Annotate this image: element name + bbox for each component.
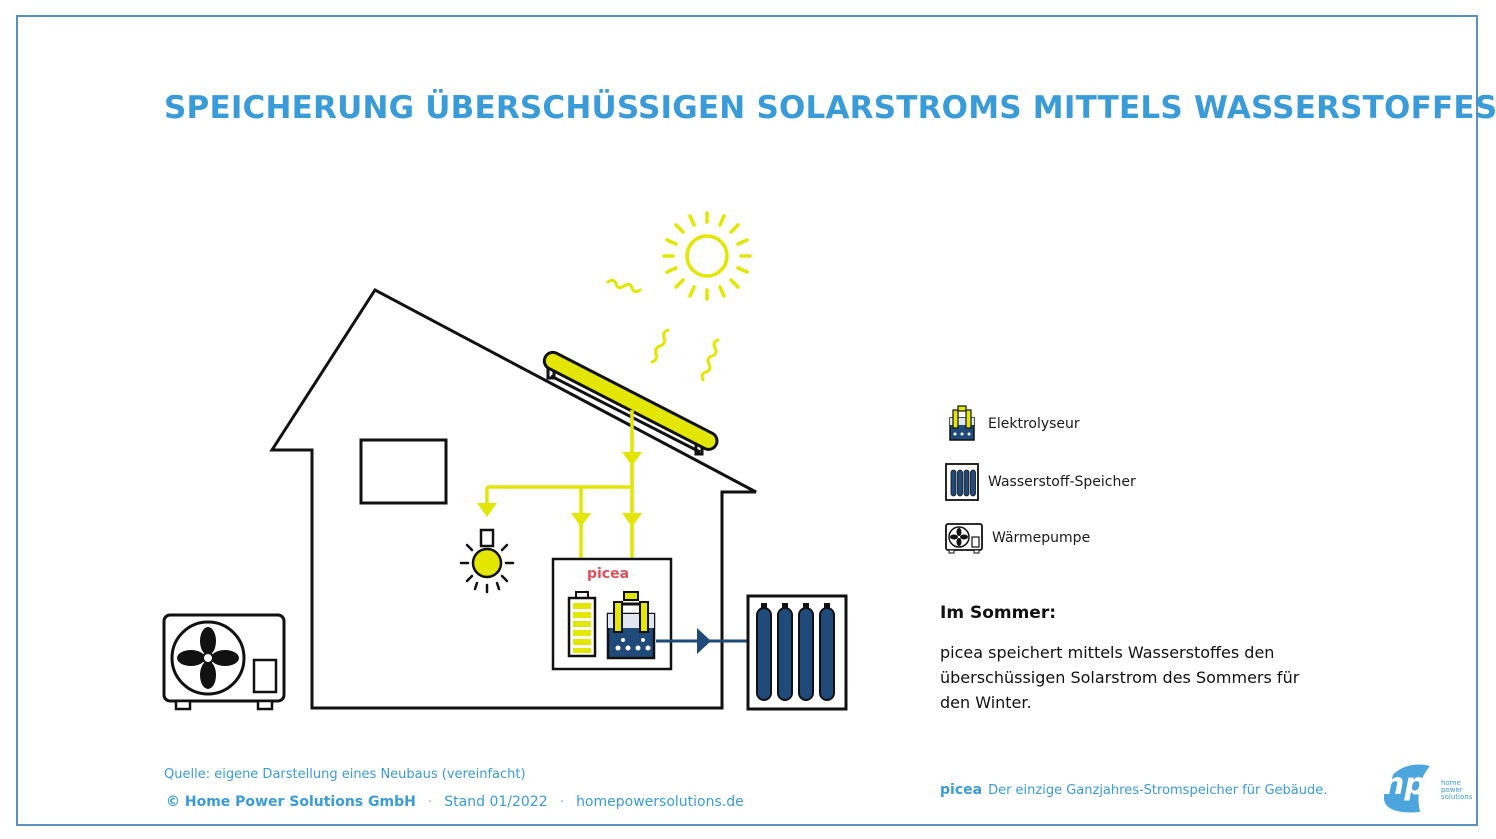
tagline-text: Der einzige Ganzjahres-Stromspeicher für…	[988, 783, 1328, 798]
picea-label: picea	[587, 566, 629, 582]
hydrogen-pipe	[656, 628, 748, 654]
waermepumpe-icon	[945, 523, 983, 554]
sun-icon	[662, 211, 752, 301]
house-outline	[269, 288, 757, 710]
source-note: Quelle: eigene Darstellung eines Neubaus…	[164, 767, 526, 782]
solar-panel	[542, 350, 719, 456]
battery-icon	[567, 591, 597, 658]
legend-label: Elektrolyseur	[988, 416, 1080, 432]
elektrolyseur-diagram-icon	[606, 591, 656, 660]
heat-pump-icon	[162, 613, 286, 711]
elektrolyseur-icon	[949, 405, 975, 441]
legend-item-wasserstoff-speicher: Wasserstoff-Speicher	[944, 462, 1136, 502]
website-link[interactable]: homepowersolutions.de	[576, 794, 744, 810]
separator: ·	[559, 794, 565, 810]
hydrogen-storage-tanks	[746, 594, 848, 711]
hps-logo-text: hps	[1383, 767, 1444, 802]
legend-label: Wärmepumpe	[992, 530, 1091, 546]
page-frame	[16, 15, 1478, 826]
hps-logo-subtext: home power solutions	[1441, 779, 1473, 801]
legend-item-elektrolyseur: Elektrolyseur	[944, 404, 1080, 444]
tagline-brand: picea	[940, 782, 983, 798]
wasserstoff-speicher-icon	[945, 463, 979, 501]
footer-credits: © Home Power Solutions GmbH · Stand 01/202…	[166, 794, 744, 810]
sun-ray-waves	[606, 278, 720, 382]
page-title: SPEICHERUNG ÜBERSCHÜSSIGEN SOLARSTROMS M…	[164, 90, 1496, 126]
summer-heading: Im Sommer:	[940, 603, 1057, 623]
light-bulb-icon	[459, 528, 515, 594]
stand-date: Stand 01/2022	[444, 794, 548, 810]
legend-label: Wasserstoff-Speicher	[988, 474, 1136, 490]
copyright: © Home Power Solutions GmbH	[166, 794, 416, 810]
tagline: picea Der einzige Ganzjahres-Stromspeiche…	[940, 782, 1327, 798]
legend-item-waermepumpe: Wärmepumpe	[944, 521, 1090, 555]
energy-flow-arrows	[477, 452, 642, 527]
hps-logo	[1384, 764, 1430, 813]
separator: ·	[427, 794, 433, 810]
summer-description: picea speichert mittels Wasserstoffes de…	[940, 643, 1300, 712]
